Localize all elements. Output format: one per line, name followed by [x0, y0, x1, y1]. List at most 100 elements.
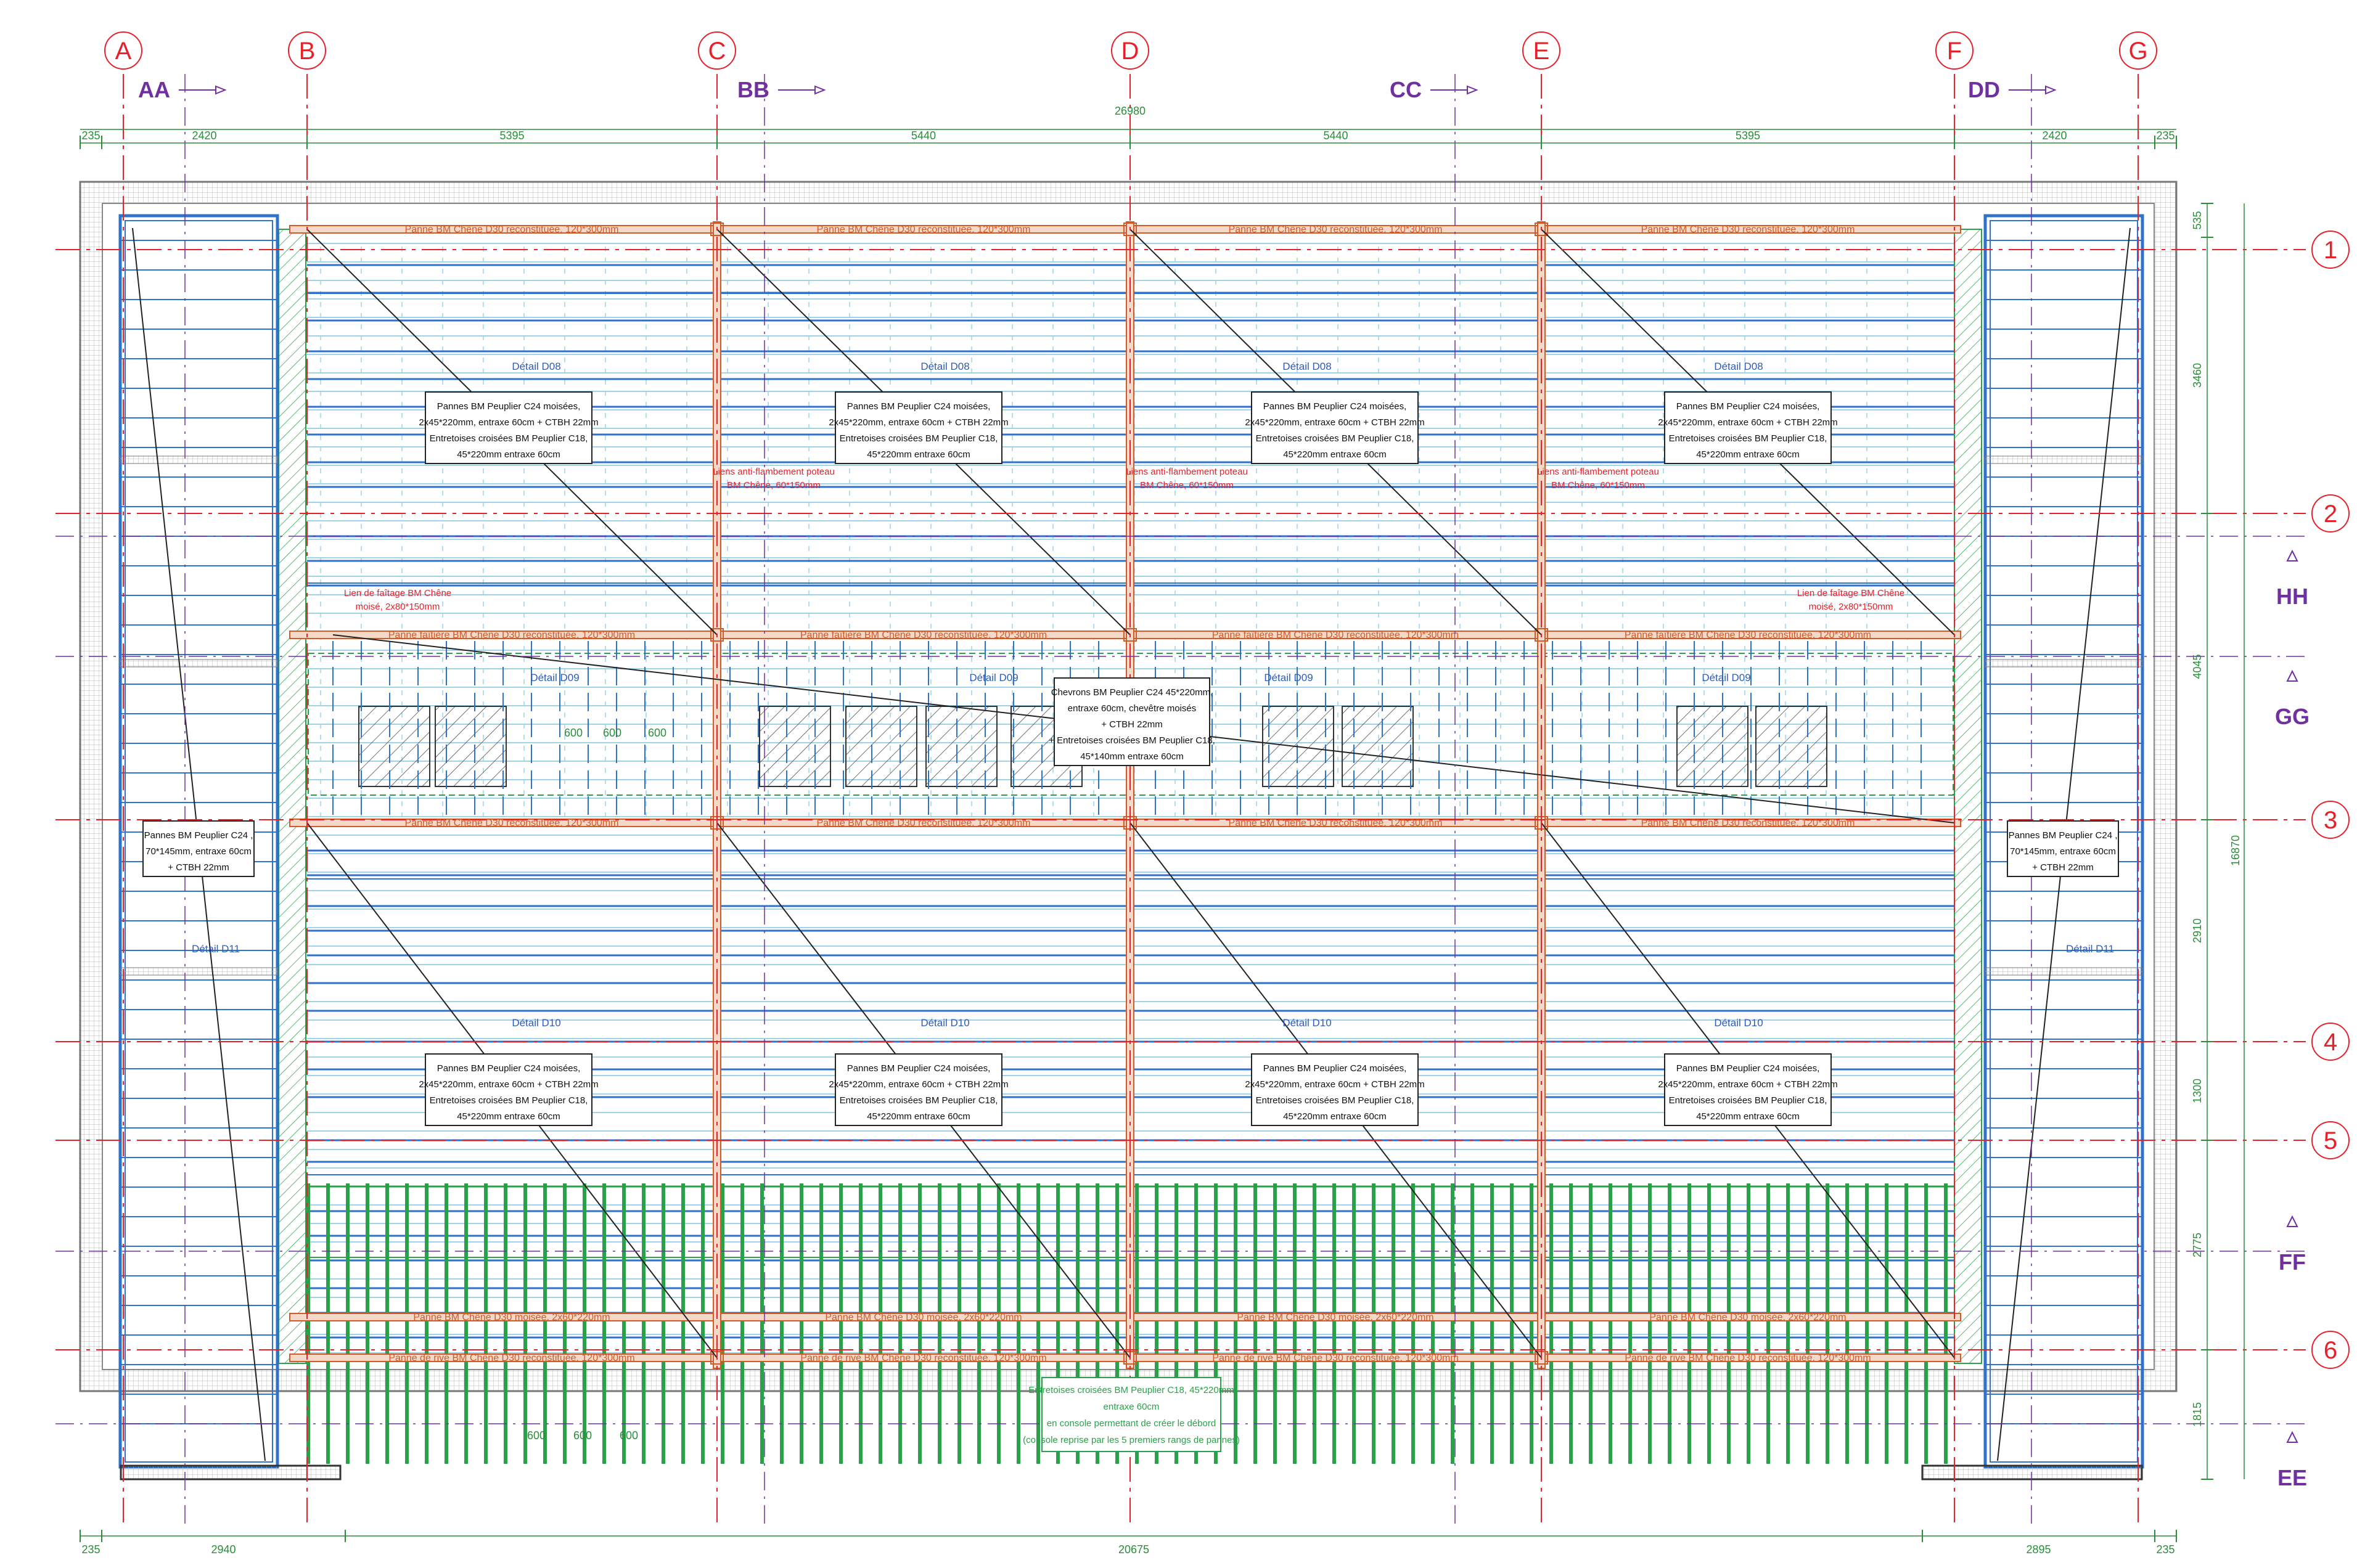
post — [710, 628, 724, 642]
side-band — [120, 455, 278, 464]
detail-tag: Détail D08 — [1714, 361, 1763, 372]
dim-value: 5440 — [1323, 129, 1348, 142]
detail-tag: Détail D10 — [1282, 1017, 1331, 1029]
grid-bubble — [2119, 31, 2157, 70]
beam-label: Panne BM Chêne D30 reconstituée, 120*300… — [405, 224, 619, 235]
note-console-line: entraxe 60cm — [1104, 1402, 1160, 1412]
note-pannes-moisees-box — [1664, 1053, 1832, 1126]
detail-tag: Détail D08 — [512, 361, 560, 372]
grid-label: D — [1121, 38, 1139, 65]
section-mark: FF — [2279, 1249, 2306, 1275]
console-joists — [306, 1183, 1954, 1464]
side-band — [1985, 455, 2143, 464]
skylight-box — [1755, 706, 1827, 787]
detail-tag: Détail D08 — [920, 361, 969, 372]
section-arrow-head — [1467, 85, 1478, 95]
side-bay-frame — [1990, 220, 2138, 1463]
grid-label: 4 — [2324, 1029, 2337, 1056]
note-liens-poteau: Liens anti-flambement poteau — [1126, 467, 1248, 477]
beam-label: Panne de rive BM Chêne D30 reconstituée,… — [388, 1353, 634, 1363]
dim-value: 2895 — [2026, 1543, 2051, 1556]
note-pannes-moisees-line: Pannes BM Peuplier C24 moisées, — [1263, 401, 1407, 412]
detail-tag: Détail D11 — [192, 943, 240, 955]
section-arrow-head — [2286, 669, 2298, 682]
beam-label: Panne faîtière BM Chêne D30 reconstituée… — [800, 630, 1047, 640]
note-chevrons-line: + CTBH 22mm — [1101, 719, 1163, 730]
dim-value: 535 — [2191, 211, 2203, 229]
dim-value: 2910 — [2191, 918, 2203, 943]
note-pannes-moisees-box — [425, 1053, 592, 1126]
dim-value: 235 — [81, 1543, 100, 1556]
dim-value: 1300 — [2191, 1079, 2203, 1103]
note-pannes-moisees-line: Pannes BM Peuplier C24 moisées, — [1676, 1063, 1820, 1074]
grid-label: F — [1947, 38, 1962, 65]
note-boxes: Pannes BM Peuplier C24 moisées, 2x45*220m… — [142, 391, 2119, 1452]
dim-spacing: 600 — [620, 1429, 638, 1442]
dim-value: 20675 — [1118, 1543, 1149, 1556]
note-pannes-moisees-line: 2x45*220mm, entraxe 60cm + CTBH 22mm — [1245, 1079, 1424, 1090]
beam-label: Panne de rive BM Chêne D30 reconstituée,… — [800, 1353, 1046, 1363]
beam-label: Panne BM Chêne D30 reconstituée, 120*300… — [817, 224, 1031, 235]
note-chevrons-line: Chevrons BM Peuplier C24 45*220mm, — [1051, 687, 1213, 698]
note-pannes-side-line: Pannes BM Peuplier C24 , — [2009, 830, 2118, 841]
note-pannes-moisees-line: 45*220mm entraxe 60cm — [1696, 1111, 1800, 1122]
beam-label: Panne BM Chêne D30 moisée, 2x60*220mm — [825, 1312, 1022, 1323]
section-arrow-head — [814, 85, 826, 95]
grid-bubble — [104, 31, 142, 70]
dim-spacing: 600 — [527, 1429, 546, 1442]
beam-label: Panne faîtière BM Chêne D30 reconstituée… — [1212, 630, 1459, 640]
note-pannes-moisees-line: 2x45*220mm, entraxe 60cm + CTBH 22mm — [829, 1079, 1008, 1090]
note-pannes-moisees-box — [1251, 391, 1419, 464]
side-band — [1985, 967, 2143, 976]
skylight-openings — [308, 641, 1954, 820]
note-pannes-moisees-line: Pannes BM Peuplier C24 moisées, — [847, 401, 991, 412]
note-pannes-moisees-box — [835, 1053, 1002, 1126]
note-lien-faitage: moisé, 2x80*150mm — [1809, 602, 1893, 612]
detail-tag: Détail D09 — [1264, 672, 1313, 684]
skylight-box — [759, 706, 831, 787]
beam-label: Panne BM Chêne D30 reconstituée, 120*300… — [817, 818, 1031, 828]
beam-label: Panne BM Chêne D30 reconstituée, 120*300… — [1229, 818, 1443, 828]
skylight-box — [925, 706, 998, 787]
dim-value: 235 — [2156, 1543, 2175, 1556]
post — [1123, 223, 1137, 236]
grid-label: 3 — [2324, 807, 2337, 834]
beam-label: Panne BM Chêne D30 reconstituée, 120*300… — [1641, 818, 1855, 828]
note-pannes-moisees-line: Entretoises croisées BM Peuplier C18, — [840, 1095, 998, 1106]
note-liens-poteau: BM Chêne, 60*150mm — [1140, 480, 1234, 491]
grid-bubble — [1935, 31, 1974, 70]
note-pannes-moisees-box — [835, 391, 1002, 464]
section-arrow-head — [2286, 1215, 2298, 1227]
dim-value: 5440 — [911, 129, 936, 142]
note-console-line: Entretoises croisées BM Peuplier C18, 45… — [1028, 1385, 1234, 1395]
dim-value: 235 — [81, 129, 100, 142]
section-mark: HH — [2276, 584, 2308, 609]
grid-bubble — [2311, 1121, 2350, 1159]
note-pannes-moisees-line: 2x45*220mm, entraxe 60cm + CTBH 22mm — [419, 417, 598, 428]
hatched-wall — [278, 229, 306, 1364]
hatched-wall — [1954, 229, 1982, 1364]
section-mark: CC — [1390, 77, 1422, 102]
detail-tag: Détail D09 — [530, 672, 579, 684]
dim-value: 3460 — [2191, 363, 2203, 388]
grid-label: C — [708, 38, 726, 65]
skylight-box — [1342, 706, 1414, 787]
beam-label: Panne BM Chêne D30 moisée, 2x60*220mm — [413, 1312, 610, 1323]
grid-label: 6 — [2324, 1337, 2337, 1364]
note-chevrons-line: 45*140mm entraxe 60cm — [1080, 751, 1184, 762]
skylight-box — [358, 706, 430, 787]
note-console-box — [1041, 1377, 1221, 1452]
note-console-line: (console reprise par les 5 premiers rang… — [1023, 1435, 1240, 1445]
note-pannes-side-line: + CTBH 22mm — [168, 862, 229, 873]
side-band — [120, 659, 278, 668]
beam-label: Panne BM Chêne D30 moisée, 2x60*220mm — [1237, 1312, 1433, 1323]
grid-label: G — [2128, 38, 2147, 65]
hatched-walls — [278, 229, 1982, 1364]
beam-label: Panne BM Chêne D30 reconstituée, 120*300… — [1641, 224, 1855, 235]
dim-value: 2775 — [2191, 1233, 2203, 1257]
grid-bubble — [1522, 31, 1560, 70]
note-pannes-moisees-line: Pannes BM Peuplier C24 moisées, — [847, 1063, 991, 1074]
note-pannes-moisees-line: Pannes BM Peuplier C24 moisées, — [437, 401, 581, 412]
